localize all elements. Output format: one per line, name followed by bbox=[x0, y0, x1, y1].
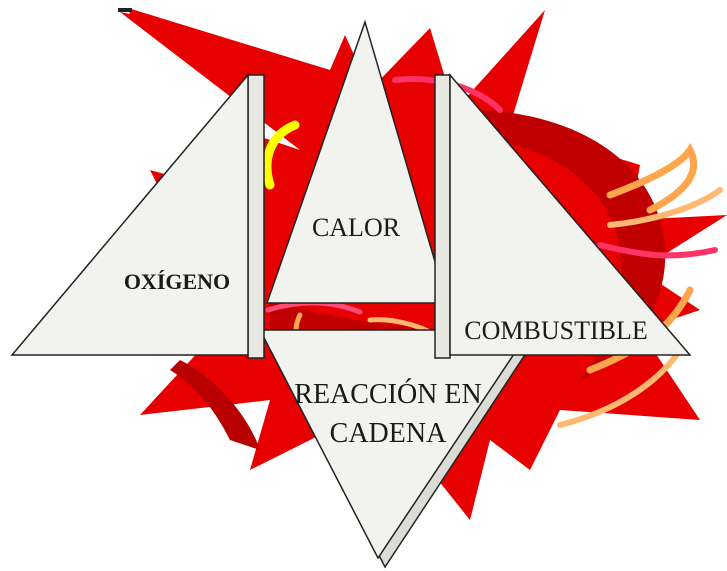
flame-orange-streak-4 bbox=[557, 347, 683, 428]
oxygen-panel bbox=[10, 72, 265, 359]
chain-reaction-panel bbox=[258, 329, 540, 569]
flame-inner-swirl-left bbox=[170, 360, 260, 450]
flame-orange-streak-1 bbox=[606, 143, 698, 214]
label-oxygen: OXÍGENO bbox=[124, 269, 230, 294]
fuel-panel-edge bbox=[434, 74, 451, 359]
chain-reaction-panel-face bbox=[258, 329, 532, 560]
heat-panel-face bbox=[265, 19, 449, 304]
flame-yellow-streak bbox=[262, 120, 300, 190]
oxygen-panel-face bbox=[10, 72, 249, 356]
label-heat: CALOR bbox=[312, 213, 401, 242]
fuel-panel-face bbox=[449, 72, 692, 356]
heat-panel bbox=[265, 19, 449, 304]
label-chain-reaction-line1: REACCIÓN EN bbox=[294, 379, 481, 410]
top-mark bbox=[118, 8, 132, 12]
fuel-panel bbox=[434, 72, 692, 359]
flame-orange-streak-2 bbox=[607, 187, 723, 228]
oxygen-panel-edge bbox=[247, 74, 265, 359]
label-fuel: COMBUSTIBLE bbox=[464, 316, 647, 345]
flame-pink-streak-right bbox=[597, 242, 718, 259]
label-chain-reaction-line2: CADENA bbox=[330, 418, 447, 449]
